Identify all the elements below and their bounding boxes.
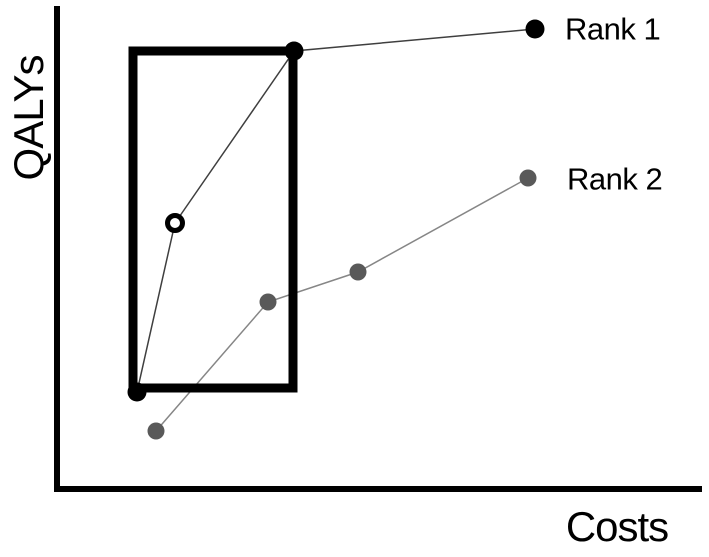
legend-rank-2: Rank 2	[567, 161, 663, 197]
y-axis-label: QALYs	[5, 55, 52, 181]
open-data-point-rank-1	[165, 213, 185, 233]
series-line-rank-1	[136, 28, 536, 393]
data-point-rank-1	[525, 19, 545, 39]
legend-rank-1: Rank 1	[565, 11, 661, 47]
series-line-rank-2	[155, 177, 529, 432]
data-point-rank-2	[349, 263, 367, 281]
data-point-rank-2	[259, 293, 277, 311]
data-point-rank-2	[147, 422, 165, 440]
data-point-rank-1	[127, 382, 147, 402]
x-axis-label: Costs	[565, 503, 669, 550]
data-point-rank-1	[284, 41, 304, 61]
highlight-rectangle	[128, 46, 298, 393]
data-point-rank-2	[519, 169, 537, 187]
series-layer	[127, 19, 545, 440]
